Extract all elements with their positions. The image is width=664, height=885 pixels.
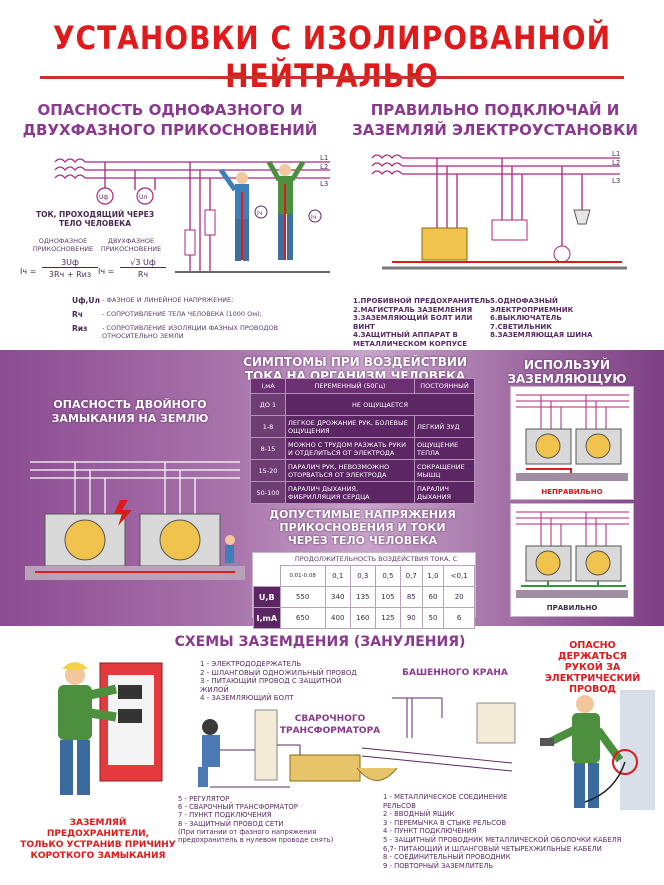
legend-row: Uф,Uл - ФАЗНОЕ И ЛИНЕЙНОЕ НАПРЯЖЕНИЕ;: [72, 296, 234, 305]
wrong-label: НЕПРАВИЛЬНО: [541, 488, 603, 496]
grounding-pit-icon: [356, 767, 398, 781]
line-l2-label: L2: [612, 159, 620, 167]
worker-one-icon: [218, 168, 249, 261]
symptoms-header-row: I,мА ПЕРЕМЕННЫЙ (50Гц) ПОСТОЯННЫЙ: [250, 378, 475, 394]
right-label: ПРАВИЛЬНО: [546, 604, 598, 612]
line-l3-label: L3: [612, 177, 620, 185]
welder-legend-top: 1 - ЭЛЕКТРОДОДЕРЖАТЕЛЬ 2 - ШЛАНГОВЫЙ ОДН…: [200, 660, 357, 703]
worker-icon: [58, 662, 118, 795]
formula-single-phase: Iч = 3Uф 3Rч + Rиз: [20, 258, 100, 288]
grounding-schemes-heading: СХЕМЫ ЗАЗЕМДЕНИЯ (ЗАНУЛЕНИЯ): [174, 634, 466, 650]
input-box-icon: [476, 702, 516, 744]
symptoms-table: I,мА ПЕРЕМЕННЫЙ (50Гц) ПОСТОЯННЫЙ ДО 1 Н…: [250, 378, 475, 504]
person-icon: [225, 535, 235, 563]
resistor-icon: [204, 209, 216, 236]
crane-title: БАШЕННОГО КРАНА: [402, 668, 508, 678]
line-l2-label: L2: [320, 163, 328, 171]
grounding-legend-right: 5.ОДНОФАЗНЫЙ ЭЛЕКТРОПРИЕМНИК 6.ВЫКЛЮЧАТЕ…: [490, 297, 593, 340]
line-l1-label: L1: [612, 150, 620, 158]
two-phase-label: ДВУХФАЗНОЕ ПРИКОСНОВЕНИЕ: [100, 237, 162, 253]
voltage-table: ПРОДОЛЖИТЕЛЬНОСТЬ ВОЗДЕЙСТВИЯ ТОКА, С 0.…: [252, 552, 476, 629]
table-row: ДО 1 НЕ ОЩУЩАЕТСЯ: [250, 393, 475, 416]
right-panel: ПРАВИЛЬНО: [510, 503, 634, 617]
uf-label: Uф: [99, 194, 109, 201]
duration-row: 0.01-0.08 0,1 0,3 0,5 0,7 1,0 <0,1: [253, 565, 475, 587]
motor-icon: [421, 227, 468, 261]
crane-legend: 1 - МЕТАЛЛИЧЕСКОЕ СОЕДИНЕНИЕ РЕЛЬСОВ 2 -…: [383, 793, 622, 870]
danger-caption: ОПАСНО ДЕРЖАТЬСЯ РУКОЙ ЗА ЭЛЕКТРИЧЕСКИЙ …: [544, 640, 641, 695]
connect-ground-heading: ПРАВИЛЬНО ПОДКЛЮЧАЙ И ЗАЗЕМЛЯЙ ЭЛЕКТРОУС…: [352, 101, 638, 139]
double-fault-heading: ОПАСНОСТЬ ДВОЙНОГО ЗАМЫКАНИЯ НА ЗЕМЛЮ: [51, 398, 209, 425]
single-phase-label: ОДНОФАЗНОЕ ПРИКОСНОВЕНИЕ: [32, 237, 94, 253]
poster-title: УСТАНОВКИ С ИЗОЛИРОВАННОЙ НЕЙТРАЛЬЮ: [52, 19, 612, 95]
wrong-panel: НЕПРАВИЛЬНО: [510, 386, 634, 500]
welder-diagram: [198, 709, 361, 788]
current-row: I,mA 650 400 160 125 90 50 6: [253, 607, 475, 629]
table-row: 1-8 ЛЕГКОЕ ДРОЖАНИЕ РУК, БОЛЕВЫЕ ОЩУЩЕНИ…: [250, 415, 475, 438]
touch-diagram: Uф Uл Iч Iч L1 L2 L3: [54, 154, 330, 273]
table-row: 15-20 ПАРАЛИЧ РУК, НЕВОЗМОЖНО ОТОРВАТЬСЯ…: [250, 459, 475, 482]
worker-icon: [548, 695, 624, 808]
legend-row: Rч - СОПРОТИВЛЕНИЕ ТЕЛА ЧЕЛОВЕКА (1000 О…: [72, 310, 262, 319]
ih-label-1: Iч: [257, 210, 262, 217]
single-two-phase-heading: ОПАСНОСТЬ ОДНОФАЗНОГО И ДВУХФАЗНОГО ПРИК…: [22, 101, 318, 139]
legend-row: Rиз - СОПРОТИВЛЕНИЕ ИЗОЛЯЦИИ ФАЗНЫХ ПРОВ…: [72, 324, 279, 340]
table-row: 50-100 ПАРАЛИЧ ДЫХАНИЯ, ФИБРИЛЛЯЦИЯ СЕРД…: [250, 481, 475, 504]
voltage-heading: ДОПУСТИМЫЕ НАПРЯЖЕНИЯ ПРИКОСНОВЕНИЯ И ТО…: [269, 508, 456, 547]
panel-icon: [254, 709, 278, 781]
wire-icon: [584, 761, 626, 803]
symbols-legend: Uф,Uл - ФАЗНОЕ И ЛИНЕЙНОЕ НАПРЯЖЕНИЕ; Rч…: [72, 296, 312, 340]
voltage-row: U,B 550 340 135 105 85 60 20: [253, 586, 475, 608]
right-diagram: [516, 511, 629, 598]
duration-label: ПРОДОЛЖИТЕЛЬНОСТЬ ВОЗДЕЙСТВИЯ ТОКА, С: [294, 555, 458, 563]
welder-legend-bottom: 5 - РЕГУЛЯТОР 6 - СВАРОЧНЫЙ ТРАНСФОРМАТО…: [178, 795, 334, 845]
welder-title: СВАРОЧНОГО ТРАНСФОРМАТОРА: [279, 714, 381, 736]
welder-icon: [198, 719, 220, 787]
ul-label: Uл: [139, 194, 147, 201]
crane-icon: [361, 697, 513, 772]
wrong-diagram: [516, 394, 629, 481]
danger-circle-icon: [612, 749, 638, 775]
resistor-icon: [184, 229, 196, 256]
fuse-worker-illustration: [58, 662, 163, 795]
line-l1-label: L1: [320, 154, 328, 162]
drill-icon: [540, 738, 554, 746]
lamp-icon: [573, 209, 591, 225]
line-l3-label: L3: [320, 180, 328, 188]
crane-diagram: [356, 697, 516, 781]
title-divider: [40, 76, 624, 79]
voltmeter-icon: [96, 187, 114, 205]
transformer-icon: [289, 754, 361, 782]
ih-label-2: Iч: [311, 214, 316, 221]
receiver-icon: [553, 245, 571, 263]
current-caption: ТОК, ПРОХОДЯЩИЙ ЧЕРЕЗ ТЕЛО ЧЕЛОВЕКА: [35, 210, 155, 228]
grounding-legend-left: 1.ПРОБИВНОЙ ПРЕДОХРАНИТЕЛЬ 2.МАГИСТРАЛЬ …: [353, 297, 491, 348]
table-row: 8-15 МОЖНО С ТРУДОМ РАЗЖАТЬ РУКИ И ОТДЕЛ…: [250, 437, 475, 460]
fuse-caption: ЗАЗЕМЛЯЙ ПРЕДОХРАНИТЕЛИ, ТОЛЬКО УСТРАНИВ…: [20, 818, 176, 861]
formula-two-phase: Iч = √3 Uф Rч: [98, 258, 168, 288]
lightning-icon: [114, 500, 132, 526]
voltmeter-icon: [136, 187, 154, 205]
wire-danger-illustration: [540, 690, 655, 810]
grounding-diagram: L1 L2 L3: [371, 150, 627, 270]
double-fault-diagram: [25, 461, 245, 580]
breaker-icon: [491, 219, 528, 241]
